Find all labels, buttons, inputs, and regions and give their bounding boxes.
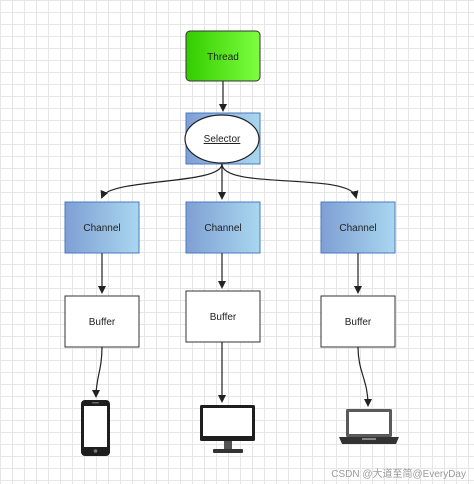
channel-node-1[interactable]: Channel	[64, 201, 140, 254]
selector-node[interactable]: Selector	[184, 112, 261, 165]
arrow-selector-channel-1	[100, 163, 223, 199]
channel-label: Channel	[204, 223, 241, 234]
watermark-text: CSDN @大道至简@EveryDay	[331, 469, 466, 480]
channel-node-3[interactable]: Channel	[320, 201, 396, 254]
selector-label: Selector	[204, 134, 241, 145]
channel-label: Channel	[339, 223, 376, 234]
arrow-buffer-device-1	[92, 346, 103, 398]
arrow-buffer-device-3	[357, 346, 372, 407]
buffer-node-2[interactable]: Buffer	[185, 290, 261, 343]
channel-label: Channel	[83, 223, 120, 234]
thread-label: Thread	[207, 52, 239, 63]
buffer-label: Buffer	[210, 312, 237, 323]
buffer-label: Buffer	[89, 317, 116, 328]
buffer-node-1[interactable]: Buffer	[64, 295, 140, 348]
desktop-monitor-icon	[200, 405, 255, 453]
smartphone-icon	[81, 400, 110, 456]
channel-node-2[interactable]: Channel	[185, 201, 261, 254]
buffer-label: Buffer	[345, 317, 372, 328]
buffer-node-3[interactable]: Buffer	[320, 295, 396, 348]
arrow-selector-channel-3	[221, 163, 359, 199]
laptop-icon	[339, 409, 399, 444]
thread-node[interactable]: Thread	[185, 30, 261, 82]
